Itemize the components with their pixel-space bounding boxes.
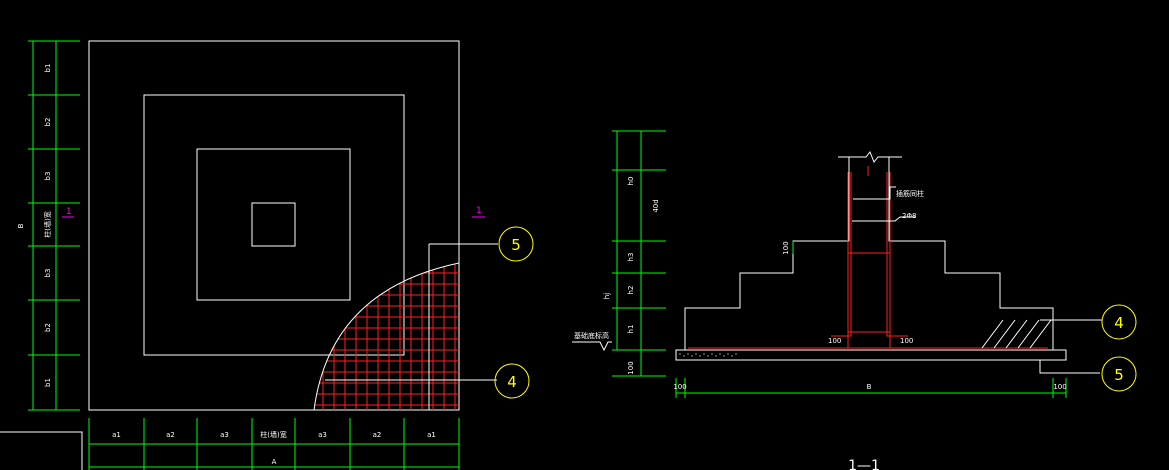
- dim-bottom-label: a1: [112, 431, 121, 439]
- dim-section-label: 100: [627, 361, 635, 374]
- rebar-label-2: 2Φ8: [902, 212, 916, 220]
- section-mark-right: 1: [476, 206, 482, 216]
- dim-section-label: h3: [627, 253, 635, 262]
- dim-left-label: b3: [44, 269, 52, 278]
- dim-bottom-label: a1: [427, 431, 436, 439]
- rebar-leader-2: [852, 216, 916, 222]
- callout-5-circle: [498, 226, 534, 262]
- dowel-left: [831, 172, 852, 337]
- cushion-dot: [735, 353, 737, 355]
- cushion-dot: [683, 355, 685, 357]
- cushion-dot: [711, 353, 713, 355]
- dim-section-label: 40d: [652, 199, 660, 212]
- dim-left-label: b1: [44, 64, 52, 73]
- section-hatch: [981, 319, 1052, 349]
- rebar-leader-1: [853, 186, 896, 200]
- dim-section-label: h1: [627, 325, 635, 334]
- dim-left-label: 柱(墙)宽: [43, 211, 52, 237]
- dim-bottom-label: 柱(墙)宽: [260, 430, 286, 439]
- dim-bottom-left: 100: [673, 383, 686, 391]
- section-callout-4-circle: [1101, 304, 1137, 340]
- cushion-dot: [727, 353, 729, 355]
- dim-left-total: B: [17, 223, 25, 228]
- dowel-right: [886, 172, 908, 337]
- cushion-dot: [703, 353, 705, 355]
- rebar-label-1: 插筋同柱: [896, 189, 924, 198]
- cushion-dot: [715, 355, 717, 357]
- dim-bottom-right: 100: [1053, 383, 1066, 391]
- plan-view: 5 4 1 1 b1 b2 b3 柱(墙)宽 b3 b2 b1 B a1 a2 a3 柱(墙)宽 a…: [0, 40, 534, 470]
- cushion-dot: [731, 355, 733, 357]
- step-outline-1: [143, 94, 405, 356]
- rebar-mesh: [314, 263, 459, 410]
- cushion-dot: [719, 353, 721, 355]
- footing-profile-left: [684, 157, 850, 350]
- dim-bottom-label: a2: [373, 431, 382, 439]
- cushion-hatch: [679, 353, 737, 357]
- step-outline-2: [196, 148, 351, 301]
- section-callout-4-text: 4: [1114, 314, 1124, 332]
- dim-section-label: h2: [627, 286, 635, 295]
- cushion-dot: [723, 355, 725, 357]
- cut-arc: [313, 262, 460, 411]
- cushion-dot: [691, 355, 693, 357]
- cushion-dot: [707, 355, 709, 357]
- footing-profile-right: [888, 157, 1054, 350]
- dim-bottom-label: a2: [166, 431, 175, 439]
- cushion-dot: [679, 353, 681, 355]
- section-callout-5-text: 5: [1114, 366, 1124, 384]
- dim-bottom-total: A: [272, 458, 277, 466]
- dim-left-label: b2: [44, 323, 52, 332]
- cushion-dot: [695, 353, 697, 355]
- dim-left-label: b3: [44, 172, 52, 181]
- section-view: 插筋同柱 2Φ8 100 100 4 5 基础底标高 h0 40d h3 h2 h1 10…: [572, 130, 1137, 470]
- ground-label: 基础底标高: [574, 331, 609, 340]
- dim-left-label: b2: [44, 118, 52, 127]
- callout-4-text: 4: [507, 373, 517, 391]
- dim-bottom-label: a3: [318, 431, 327, 439]
- dim-section-label: h0: [627, 177, 635, 186]
- callout-5-text: 5: [511, 236, 521, 254]
- frame-fragment: [0, 431, 83, 470]
- cushion-dot: [699, 355, 701, 357]
- callout-5-leader-s: [1039, 360, 1100, 374]
- column-break-line: [838, 151, 902, 163]
- section-mark-left: 1: [66, 207, 72, 217]
- dim-hj-label: hj: [603, 293, 611, 299]
- section-caption: 1—1: [848, 458, 880, 470]
- step-dim-text: 100: [782, 241, 790, 254]
- rebar-right-text: 100: [900, 337, 913, 345]
- section-callout-5-circle: [1101, 356, 1137, 392]
- dim-bottom-label: a3: [220, 431, 229, 439]
- elevation-symbol: [572, 341, 612, 352]
- dim-bottom-mid: B: [867, 383, 872, 391]
- rebar-left-text: 100: [828, 337, 841, 345]
- column-outline: [251, 202, 296, 247]
- callout-4-circle: [494, 363, 530, 399]
- cushion-layer: [675, 349, 1067, 361]
- dim-left-label: b1: [44, 378, 52, 387]
- footing-outline: [88, 40, 460, 411]
- cushion-dot: [687, 353, 689, 355]
